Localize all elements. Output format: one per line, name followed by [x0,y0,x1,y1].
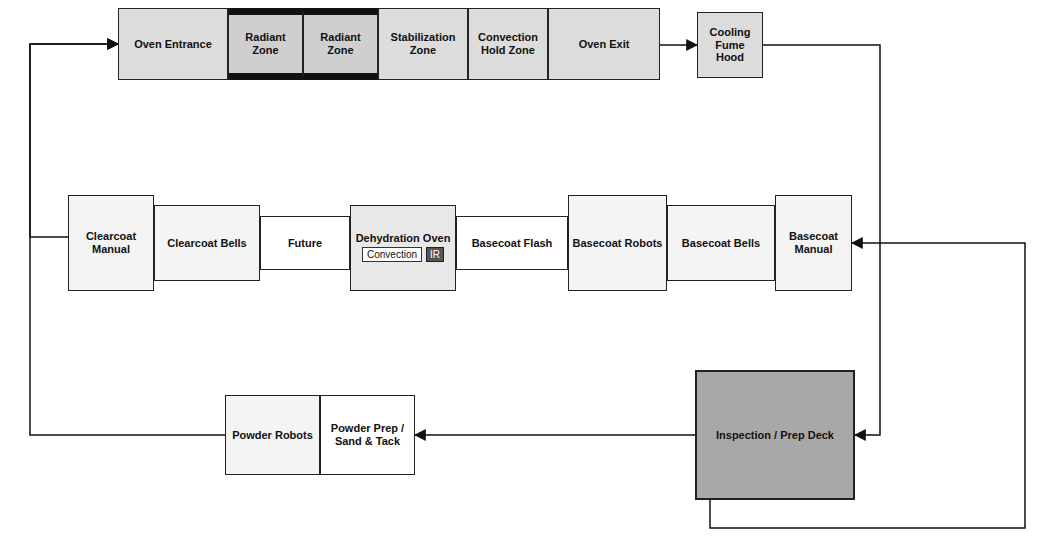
process-box: Clearcoat Bells [154,205,260,281]
process-box: Basecoat Robots [568,195,667,291]
node-label: Cooling Fume Hood [701,26,759,64]
process-box: Dehydration OvenConvectionIR [350,205,456,291]
node-label: IR [426,247,444,263]
node-label: Clearcoat Bells [167,237,246,250]
oven-zone-box: Oven Exit [548,8,660,80]
node-label: Stabilization Zone [382,31,464,56]
process-box: Powder Robots [225,395,320,475]
node-label: Oven Entrance [134,38,212,51]
node-label: Powder Prep / Sand & Tack [324,422,411,447]
node-label: Convection [362,247,422,263]
node-label: Oven Exit [579,38,630,51]
process-box: Clearcoat Manual [68,195,154,291]
node-label: Convection Hold Zone [472,31,544,56]
flow-arrow [415,434,695,436]
node-label: Future [288,237,322,250]
node-label: Basecoat Manual [779,230,848,255]
node-label: Basecoat Bells [682,237,760,250]
oven-zone-box: Stabilization Zone [378,8,468,80]
process-box: Future [260,216,350,270]
process-box: Inspection / Prep Deck [695,370,855,500]
node-label: Basecoat Robots [573,237,663,250]
manual-booth-marks [107,199,817,287]
oven-zone-box: Radiant Zone [228,8,303,80]
process-box: Basecoat Manual [775,195,852,291]
node-label: Powder Robots [232,429,313,442]
oven-zone-box: Oven Entrance [118,8,228,80]
oven-zone-box: Radiant Zone [303,8,378,80]
node-label: Radiant Zone [307,31,374,56]
process-box: Powder Prep / Sand & Tack [320,395,415,475]
oven-zone-box: Cooling Fume Hood [697,12,763,78]
node-label: Clearcoat Manual [72,230,150,255]
node-label: Radiant Zone [232,31,299,56]
process-box: Basecoat Bells [667,205,775,281]
process-box: Basecoat Flash [456,216,568,270]
flow-arrow [660,44,697,46]
node-label: Basecoat Flash [472,237,553,250]
node-label: Dehydration Oven [354,232,452,245]
node-label: Inspection / Prep Deck [716,429,834,442]
oven-zone-box: Convection Hold Zone [468,8,548,80]
